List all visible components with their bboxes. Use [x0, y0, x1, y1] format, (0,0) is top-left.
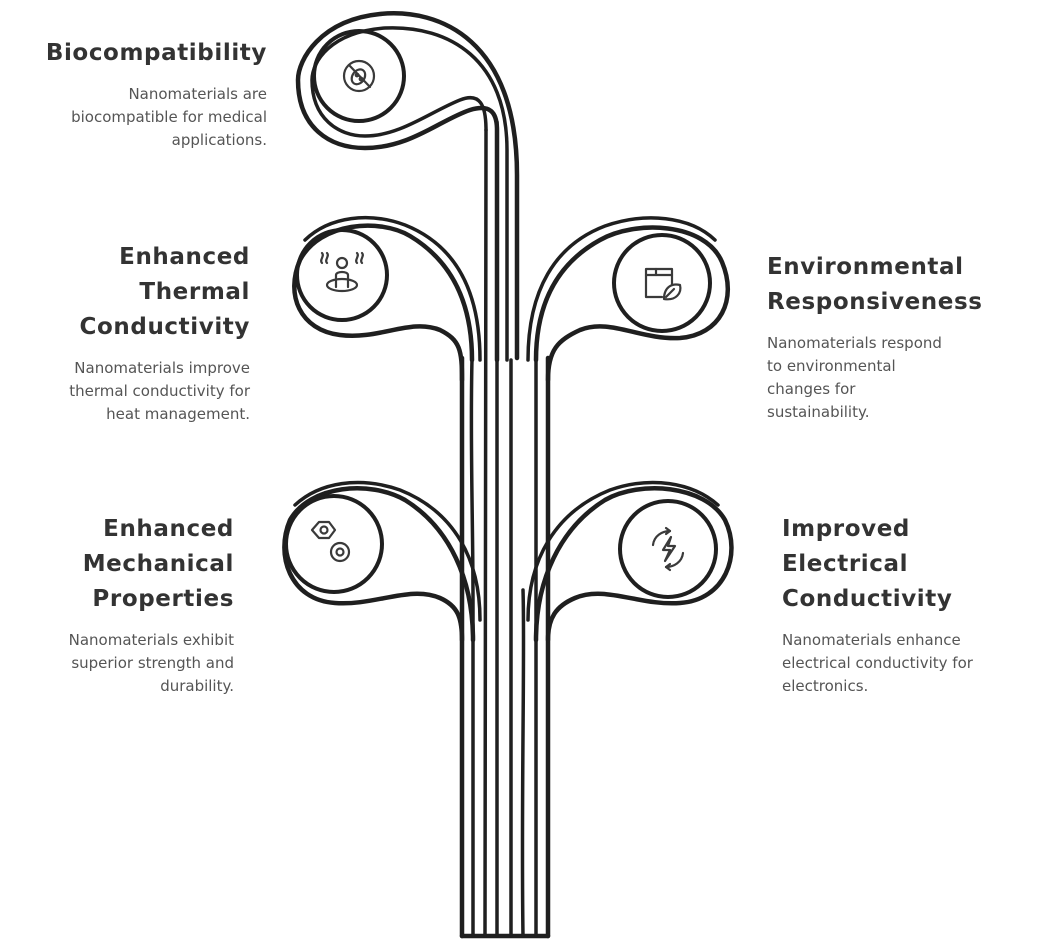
electrical-label: Improved Electrical Conductivity Nanomat… — [782, 512, 973, 698]
environmental-description: Nanomaterials respond to environmental c… — [767, 332, 983, 424]
electrical-title: Improved Electrical Conductivity — [782, 512, 973, 617]
desc-line: biocompatible for medical — [71, 108, 267, 126]
hex-nut-ring-icon — [310, 520, 351, 563]
mechanical-circle — [284, 494, 384, 594]
desc-line: sustainability. — [767, 403, 870, 421]
desc-line: electrical conductivity for — [782, 654, 973, 672]
branch-thermal — [292, 215, 482, 383]
trunk — [459, 355, 551, 939]
biocompatibility-label: Biocompatibility Nanomaterials are bioco… — [46, 36, 267, 152]
branch-mechanical — [282, 480, 482, 643]
title-line: Environmental — [767, 254, 964, 280]
title-line: Thermal — [139, 279, 250, 305]
desc-line: heat management. — [106, 405, 250, 423]
environmental-label: Environmental Responsiveness Nanomateria… — [767, 250, 983, 424]
title-line: Mechanical — [82, 551, 234, 577]
title-line: Enhanced — [103, 516, 234, 542]
desc-line: changes for — [767, 380, 856, 398]
thermal-label: Enhanced Thermal Conductivity Nanomateri… — [69, 240, 250, 426]
desc-line: to environmental — [767, 357, 896, 375]
desc-line: Nanomaterials respond — [767, 334, 942, 352]
desc-line: durability. — [160, 677, 234, 695]
mechanical-description: Nanomaterials exhibit superior strength … — [69, 629, 234, 698]
desc-line: superior strength and — [71, 654, 234, 672]
desc-line: electronics. — [782, 677, 869, 695]
title-line: Properties — [92, 586, 234, 612]
thermal-description: Nanomaterials improve thermal conductivi… — [69, 357, 250, 426]
desc-line: Nanomaterials are — [128, 85, 267, 103]
title-line: Conductivity — [79, 314, 250, 340]
title-line: Conductivity — [782, 586, 953, 612]
branch-environmental — [526, 216, 730, 383]
box-leaf-icon — [644, 267, 682, 301]
mechanical-title: Enhanced Mechanical Properties — [69, 512, 234, 617]
person-heat-icon — [320, 251, 364, 293]
environmental-circle — [612, 233, 712, 333]
biocompatibility-description: Nanomaterials are biocompatible for medi… — [46, 83, 267, 152]
title-line: Improved — [782, 516, 910, 542]
branch-electrical — [526, 480, 734, 643]
desc-line: thermal conductivity for — [69, 382, 250, 400]
title-line: Electrical — [782, 551, 909, 577]
desc-line: Nanomaterials improve — [74, 359, 250, 377]
title-line: Biocompatibility — [45, 40, 267, 66]
lightning-cycle-icon — [651, 526, 685, 572]
thermal-circle — [295, 228, 389, 322]
desc-line: Nanomaterials enhance — [782, 631, 961, 649]
title-line: Enhanced — [119, 244, 250, 270]
desc-line: applications. — [171, 131, 267, 149]
mechanical-label: Enhanced Mechanical Properties Nanomater… — [69, 512, 234, 698]
thermal-title: Enhanced Thermal Conductivity — [69, 240, 250, 345]
bacteria-blocked-icon — [342, 59, 376, 93]
electrical-circle — [618, 499, 718, 599]
biocompatibility-title: Biocompatibility — [46, 36, 267, 71]
electrical-description: Nanomaterials enhance electrical conduct… — [782, 629, 973, 698]
desc-line: Nanomaterials exhibit — [68, 631, 234, 649]
environmental-title: Environmental Responsiveness — [767, 250, 983, 320]
branch-biocompatibility — [295, 11, 520, 363]
biocompatibility-circle — [312, 29, 406, 123]
trunk-inner-strands — [469, 120, 538, 938]
title-line: Responsiveness — [767, 289, 983, 315]
